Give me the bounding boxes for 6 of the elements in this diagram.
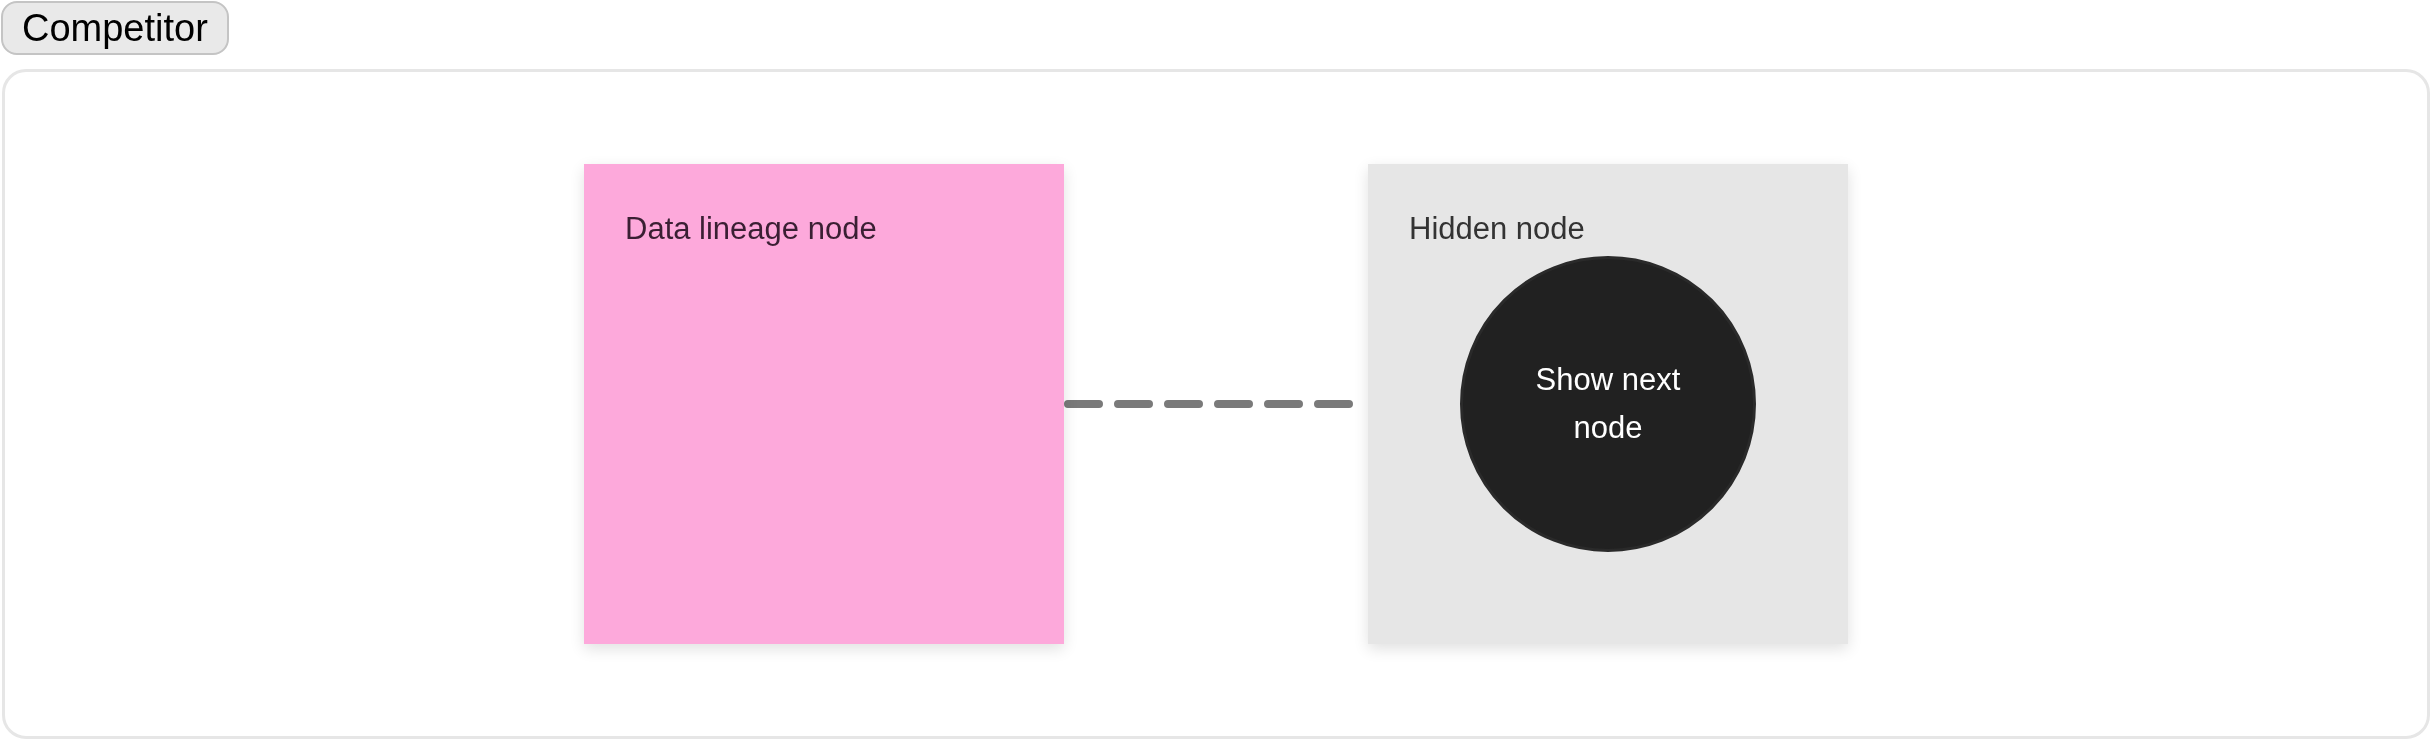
- node-title: Hidden node: [1409, 211, 1585, 247]
- node-title: Data lineage node: [625, 211, 877, 247]
- node-label: Show next node: [1534, 361, 1682, 447]
- title-tag: Competitor: [1, 1, 229, 55]
- node-card: [584, 164, 1064, 644]
- node-card: [1368, 164, 1848, 644]
